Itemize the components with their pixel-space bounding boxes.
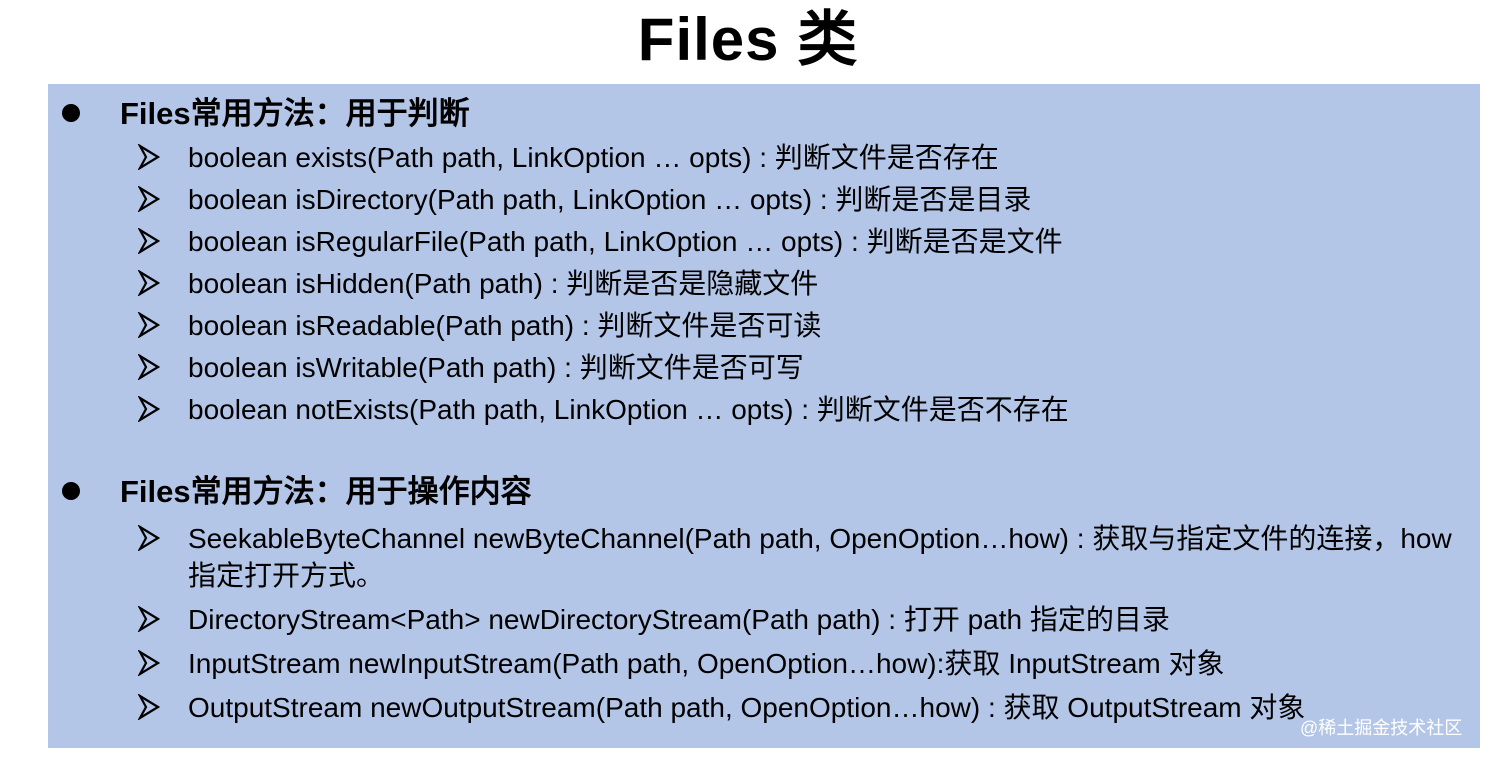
list-item: InputStream newInputStream(Path path, Op… [48, 645, 1480, 682]
bullet-icon [62, 104, 80, 122]
arrow-bullet-icon [138, 606, 160, 632]
arrow-bullet-icon [138, 396, 160, 422]
section-content-ops: Files常用方法：用于操作内容 SeekableByteChannel new… [48, 470, 1480, 726]
list-item: boolean isWritable(Path path) : 判断文件是否可写 [48, 349, 1480, 386]
list-item: SeekableByteChannel newByteChannel(Path … [48, 520, 1480, 594]
content-panel: Files常用方法：用于判断 boolean exists(Path path,… [48, 84, 1480, 748]
method-text: boolean exists(Path path, LinkOption … o… [188, 142, 999, 173]
list-item: boolean isDirectory(Path path, LinkOptio… [48, 181, 1480, 218]
list-item: DirectoryStream<Path> newDirectoryStream… [48, 601, 1480, 638]
arrow-bullet-icon [138, 270, 160, 296]
section-heading-text: Files常用方法：用于判断 [120, 96, 470, 131]
arrow-bullet-icon [138, 650, 160, 676]
arrow-bullet-icon [138, 144, 160, 170]
slide-title: Files 类 [637, 6, 859, 73]
method-text: InputStream newInputStream(Path path, Op… [188, 648, 1225, 679]
arrow-bullet-icon [138, 186, 160, 212]
method-text: boolean isHidden(Path path) : 判断是否是隐藏文件 [188, 268, 819, 299]
method-text: SeekableByteChannel newByteChannel(Path … [188, 523, 1452, 591]
method-text: boolean isDirectory(Path path, LinkOptio… [188, 184, 1032, 215]
list-item: boolean exists(Path path, LinkOption … o… [48, 139, 1480, 176]
bullet-icon [62, 482, 80, 500]
list-item: boolean notExists(Path path, LinkOption … [48, 391, 1480, 428]
arrow-bullet-icon [138, 694, 160, 720]
method-list: boolean exists(Path path, LinkOption … o… [48, 139, 1480, 428]
list-item: boolean isReadable(Path path) : 判断文件是否可读 [48, 307, 1480, 344]
section-heading: Files常用方法：用于判断 [48, 92, 1480, 136]
arrow-bullet-icon [138, 525, 160, 551]
list-item: OutputStream newOutputStream(Path path, … [48, 689, 1480, 726]
list-item: boolean isRegularFile(Path path, LinkOpt… [48, 223, 1480, 260]
arrow-bullet-icon [138, 228, 160, 254]
section-heading: Files常用方法：用于操作内容 [48, 470, 1480, 514]
method-text: DirectoryStream<Path> newDirectoryStream… [188, 604, 1170, 635]
method-list: SeekableByteChannel newByteChannel(Path … [48, 520, 1480, 726]
method-text: OutputStream newOutputStream(Path path, … [188, 692, 1306, 723]
method-text: boolean notExists(Path path, LinkOption … [188, 394, 1069, 425]
arrow-bullet-icon [138, 312, 160, 338]
section-heading-text: Files常用方法：用于操作内容 [120, 474, 532, 509]
watermark: @稀土掘金技术社区 [1300, 718, 1463, 738]
arrow-bullet-icon [138, 354, 160, 380]
method-text: boolean isReadable(Path path) : 判断文件是否可读 [188, 310, 822, 341]
section-judge: Files常用方法：用于判断 boolean exists(Path path,… [48, 92, 1480, 428]
method-text: boolean isWritable(Path path) : 判断文件是否可写 [188, 352, 804, 383]
list-item: boolean isHidden(Path path) : 判断是否是隐藏文件 [48, 265, 1480, 302]
method-text: boolean isRegularFile(Path path, LinkOpt… [188, 226, 1063, 257]
